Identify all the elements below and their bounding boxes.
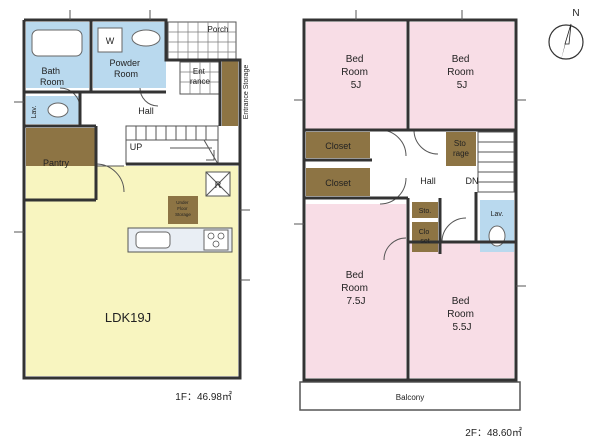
- toilet-icon-1f: [47, 102, 69, 118]
- porch-grid: [167, 21, 237, 61]
- balcony-label: Balcony: [396, 393, 424, 402]
- closet-2-label: Closet: [325, 178, 351, 188]
- bedroom-nw: [306, 22, 406, 130]
- wash-basin-icon: [131, 29, 161, 47]
- bedroom-sw: [306, 204, 406, 378]
- kitchen-counter: [127, 227, 233, 253]
- bedroom-se: [410, 242, 514, 378]
- sink-icon: [135, 231, 171, 249]
- up-label: UP: [130, 142, 143, 152]
- bathtub-icon: [31, 29, 83, 57]
- washer-label: W: [106, 36, 115, 46]
- entrance-storage: [222, 60, 238, 126]
- storage-small-label: Sto.: [419, 208, 432, 215]
- bath-room-label: Bath Room: [40, 66, 64, 87]
- stove-icon: [203, 229, 229, 251]
- ldk: [26, 166, 238, 376]
- storage-2f-label: Sto rage: [453, 139, 470, 158]
- ldk-label: LDK19J: [105, 310, 151, 325]
- washing-machine-icon: [97, 27, 123, 53]
- stairs-2f: [477, 131, 515, 193]
- powder-room-label: Powder Room: [109, 58, 142, 79]
- bedroom-ne-label: Bed Room 5J: [447, 54, 476, 91]
- floor-1: [14, 10, 250, 380]
- bedroom-nw-label: Bed Room 5J: [341, 54, 370, 91]
- floor-2-area: 2F：48.60㎡: [465, 427, 522, 439]
- storage-2f: [446, 132, 476, 166]
- hall-1f: [96, 96, 222, 162]
- floor-2: [294, 10, 526, 411]
- closet-1-label: Closet: [325, 141, 351, 151]
- closet-1: [306, 132, 370, 158]
- compass-north-label: N: [572, 8, 579, 19]
- entrance-storage-label: Entrance Storage: [243, 65, 250, 120]
- fridge-label: R: [215, 180, 222, 190]
- hall-2f-label: Hall: [420, 176, 436, 186]
- floor-2-labels: Bed Room 5J Bed Room 5J Closet Closet St…: [325, 54, 522, 439]
- underfloor-storage-label: Under Floor Storage: [175, 200, 191, 217]
- floor-1-area: 1F：46.98㎡: [175, 391, 232, 403]
- hall-1f-label: Hall: [138, 106, 154, 116]
- bedroom-sw-label: Bed Room 7.5J: [341, 270, 370, 307]
- pantry-label: Pantry: [43, 158, 70, 168]
- closet-small: [412, 222, 438, 252]
- lav-1f-label: Lav.: [31, 106, 38, 119]
- stairs-1f: [125, 125, 219, 165]
- bedroom-se-label: Bed Room 5.5J: [447, 296, 476, 333]
- bedroom-ne: [410, 22, 514, 130]
- storage-small: [412, 202, 438, 218]
- floor-1-labels: Bath Room Powder Room W Porch Ent rance …: [31, 25, 250, 403]
- underfloor-storage: [168, 196, 198, 224]
- closet-small-label: Clo set: [419, 229, 431, 245]
- closet-2: [306, 168, 370, 196]
- dn-label: DN: [466, 176, 479, 186]
- balcony: [299, 381, 521, 411]
- compass-icon: N: [548, 8, 584, 60]
- entrance-label: Ent rance: [190, 67, 211, 86]
- porch-label: Porch: [208, 25, 229, 34]
- lav-2f-label: Lav.: [491, 211, 504, 218]
